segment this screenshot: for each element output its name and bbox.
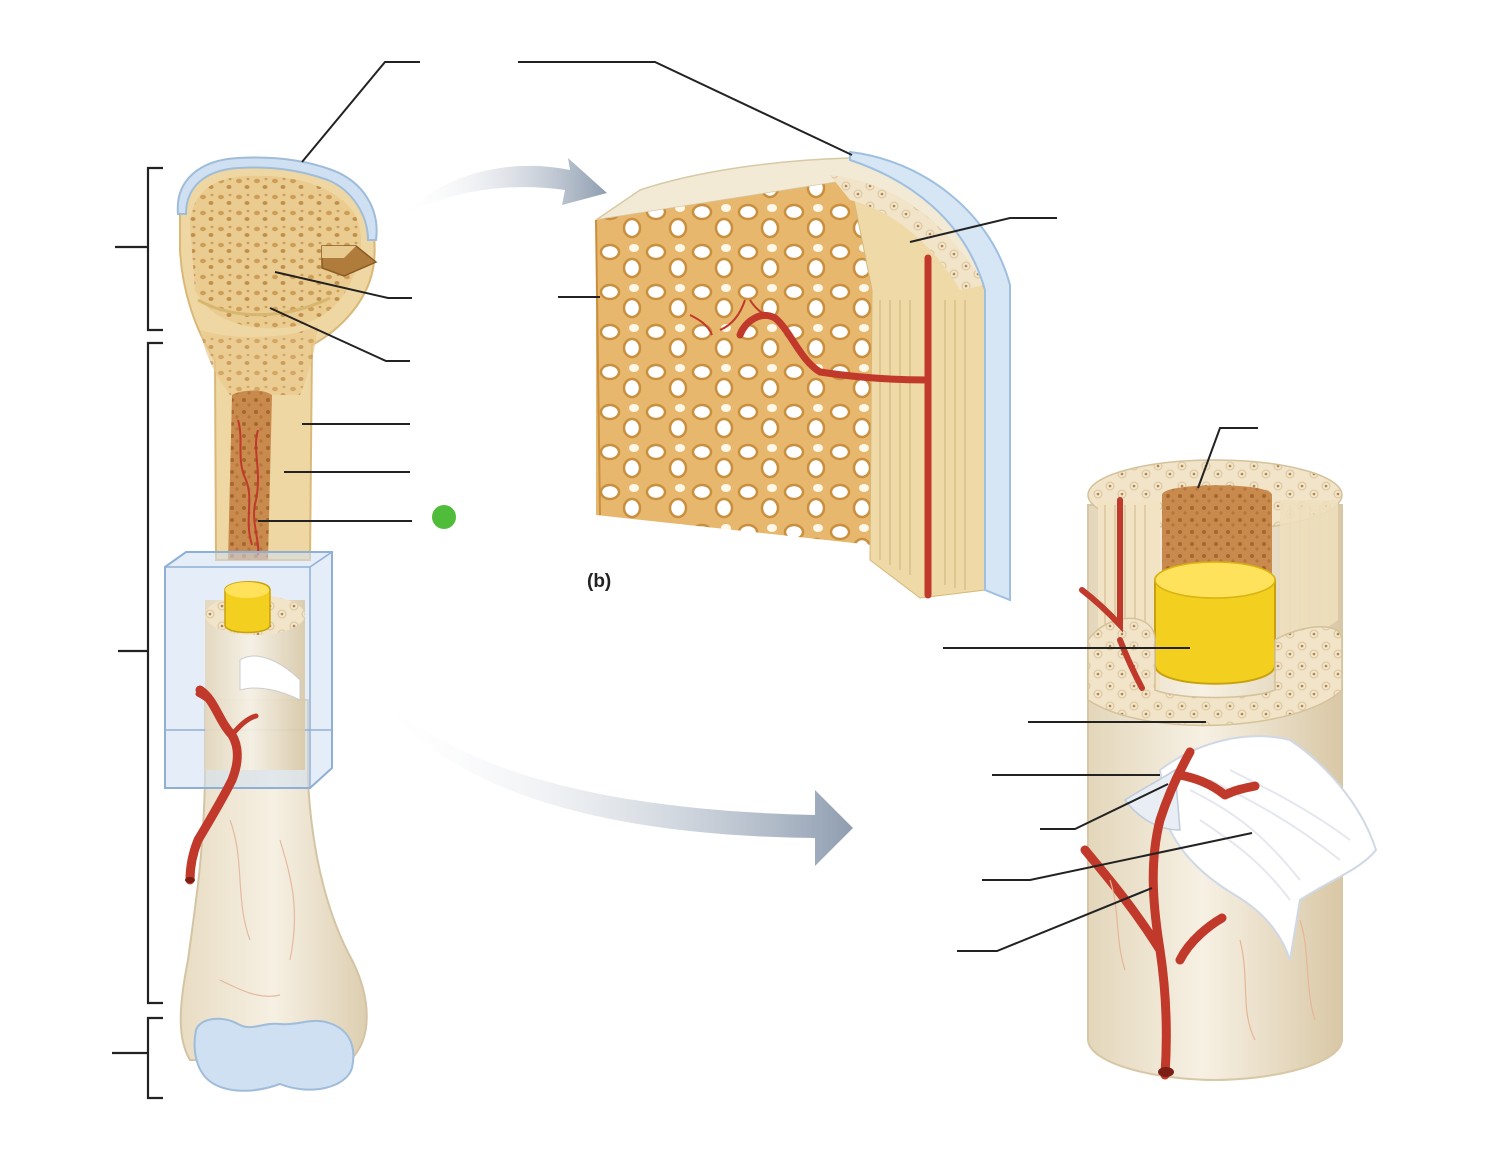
curved-arrow-icon: [368, 685, 853, 866]
medullary-cavity: [228, 390, 272, 560]
proximal-articular-cartilage: [176, 156, 378, 241]
distal-articular-cartilage: [193, 1017, 355, 1092]
spongy-bone-head: [190, 175, 362, 329]
bracket-diaphysis: [118, 341, 163, 1005]
leader-lines-b: [518, 61, 1057, 298]
blood-vessel: [736, 254, 932, 599]
bracket-distal-epiphysis: [112, 1016, 163, 1100]
nutrient-artery: [185, 685, 242, 885]
long-bone: [164, 156, 378, 1092]
spongy-bone-section: (b): [587, 150, 1011, 602]
perforating-artery: [1079, 497, 1145, 691]
leader-lines-left: [258, 61, 420, 522]
diaphysis-section: [1079, 459, 1378, 1082]
magnification-box: [164, 551, 333, 789]
panel-label-b: (b): [587, 571, 611, 592]
green-dot-icon: [432, 505, 456, 529]
periosteum-edge: [849, 150, 1011, 602]
spongy-bone-neck: [200, 325, 318, 395]
curved-arrow-icon: [395, 158, 607, 222]
leader-lines-c: [943, 427, 1258, 952]
epiphyseal-line: [197, 296, 331, 317]
bracket-proximal-epiphysis: [115, 166, 163, 332]
periosteal-artery: [1080, 747, 1260, 1080]
